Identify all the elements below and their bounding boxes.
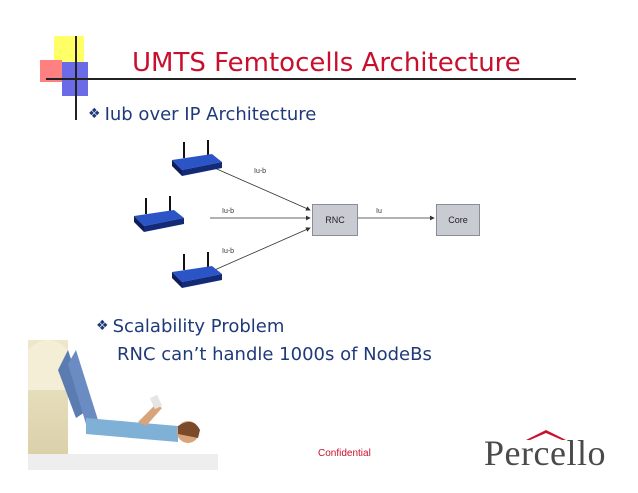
decor-horizontal-line — [46, 78, 576, 80]
bullet-subtext: RNC can’t handle 1000s of NodeBs — [117, 344, 432, 365]
rnc-label: RNC — [325, 215, 345, 225]
logo-wordmark: Percello — [484, 433, 606, 473]
diagram-arrows — [209, 165, 435, 273]
percello-logo: Percello — [484, 426, 614, 473]
link-label-top: Iu-b — [254, 168, 267, 175]
diamond-bullet-icon: ❖ — [96, 318, 109, 334]
slide-title: UMTS Femtocells Architecture — [132, 48, 521, 78]
diamond-bullet-icon: ❖ — [88, 106, 101, 122]
wireless-router-icon — [172, 140, 222, 176]
link-label-bottom: Iu-b — [222, 248, 235, 255]
arrow-top-to-rnc — [209, 165, 311, 211]
rnc-box: RNC — [312, 204, 358, 236]
wireless-router-icon — [134, 196, 184, 232]
person-with-phone-image — [28, 340, 218, 470]
core-label: Core — [448, 215, 468, 225]
wireless-router-icon — [172, 252, 222, 288]
footer-confidential: Confidential — [318, 448, 371, 459]
bullet-iub-over-ip: ❖Iub over IP Architecture — [88, 104, 316, 125]
logo-roof-icon — [526, 430, 566, 440]
arrow-bottom-to-rnc — [209, 227, 311, 273]
decor-red-square — [40, 60, 62, 82]
core-box: Core — [436, 204, 480, 236]
bullet-text: Iub over IP Architecture — [104, 104, 317, 125]
bullet-text: Scalability Problem — [112, 316, 285, 337]
link-label-mid: Iu-b — [222, 208, 235, 215]
link-label-iu: Iu — [376, 208, 382, 215]
bullet-scalability: ❖Scalability Problem — [96, 316, 284, 337]
architecture-diagram: Iu-b Iu-b Iu-b Iu RNC Core — [130, 138, 510, 298]
